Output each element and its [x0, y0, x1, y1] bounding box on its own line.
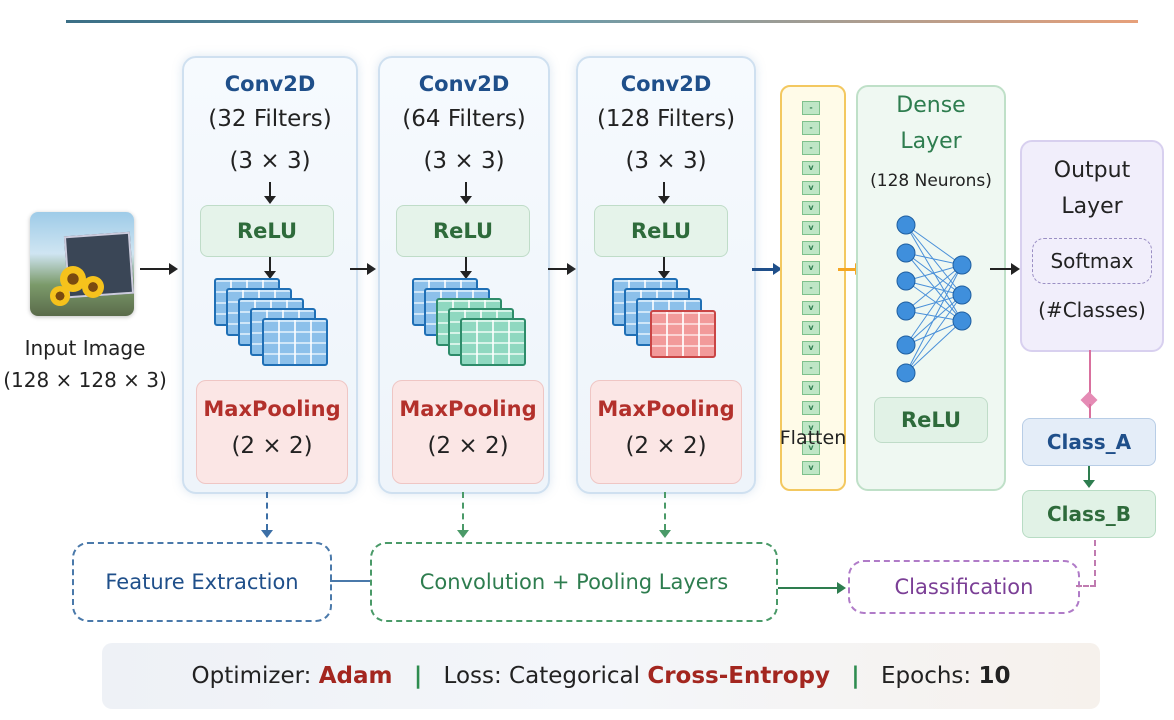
relu-box: ReLU	[200, 205, 334, 257]
dashed-arrow	[659, 492, 671, 538]
conv-to-classification-arrow	[778, 582, 846, 594]
flatten-to-dense-arrow	[838, 263, 864, 275]
maxpool-box: MaxPooling (2 × 2)	[392, 380, 544, 484]
conv-title: Conv2D	[224, 72, 316, 96]
relu-box: ReLU	[396, 205, 530, 257]
dense-layer: Dense Layer (128 Neurons) ReLU	[856, 85, 1006, 491]
loss-value: Cross-Entropy	[647, 663, 830, 689]
output-title-line2: Layer	[1061, 194, 1123, 219]
conv-block-1: Conv2D (32 Filters) (3 × 3) ReLU MaxPool…	[182, 56, 358, 494]
training-config-bar: Optimizer: Adam | Loss: Categorical Cros…	[102, 643, 1100, 709]
epochs-value: 10	[978, 663, 1011, 689]
conv-kernel: (3 × 3)	[625, 148, 707, 174]
arrow-down	[460, 182, 472, 204]
maxpool-box: MaxPooling (2 × 2)	[196, 380, 348, 484]
class-arrow	[1088, 466, 1090, 482]
class-arrow-head	[1083, 480, 1095, 488]
optimizer-label: Optimizer:	[191, 663, 312, 689]
optimizer-value: Adam	[318, 663, 393, 689]
conv-kernel: (3 × 3)	[229, 148, 311, 174]
dense-relu-box: ReLU	[874, 397, 988, 443]
block2-to-block3-arrow	[548, 263, 576, 275]
class-a-box: Class_A	[1022, 418, 1156, 466]
input-image-label: Input Image	[24, 336, 146, 360]
conv-kernel: (3 × 3)	[423, 148, 505, 174]
maxpool-box: MaxPooling (2 × 2)	[590, 380, 742, 484]
output-classes: (#Classes)	[1038, 298, 1146, 322]
separator: |	[413, 663, 423, 689]
conv-filters: (64 Filters)	[402, 106, 526, 132]
arrow-down	[658, 257, 670, 279]
input-image-shape: (128 × 128 × 3)	[3, 368, 167, 392]
conv-title: Conv2D	[418, 72, 510, 96]
loss-label: Loss: Categorical	[443, 663, 641, 689]
epochs-label: Epochs:	[881, 663, 972, 689]
group-connector-line	[330, 580, 370, 582]
maxpool-title: MaxPooling	[399, 397, 537, 421]
feature-extraction-group: Feature Extraction	[72, 542, 332, 622]
flatten-label: Flatten	[779, 427, 847, 449]
maxpool-title: MaxPooling	[597, 397, 735, 421]
dense-title-line2: Layer	[900, 129, 962, 154]
maxpool-title: MaxPooling	[203, 397, 341, 421]
input-image-thumbnail	[30, 212, 134, 316]
block1-to-block2-arrow	[350, 263, 376, 275]
conv-title: Conv2D	[620, 72, 712, 96]
title-underline	[66, 20, 1138, 23]
arrow-down	[264, 182, 276, 204]
dashed-arrow	[261, 492, 273, 538]
softmax-box: Softmax	[1032, 238, 1152, 284]
dashed-arrow	[457, 492, 469, 538]
neural-network-icon	[896, 215, 972, 383]
dense-title-line1: Dense	[896, 93, 966, 118]
arrow-down	[658, 182, 670, 204]
class-b-box: Class_B	[1022, 490, 1156, 538]
conv-pooling-group: Convolution + Pooling Layers	[370, 542, 778, 622]
maxpool-size: (2 × 2)	[231, 433, 313, 459]
separator: |	[851, 663, 860, 689]
dense-to-output-arrow	[990, 263, 1020, 275]
arrow-down	[460, 257, 472, 279]
output-title-line1: Output	[1053, 158, 1131, 183]
conv-filters: (32 Filters)	[208, 106, 332, 132]
conv-block-3: Conv2D (128 Filters) (3 × 3) ReLU MaxPoo…	[576, 56, 756, 494]
block3-to-flatten-arrow	[752, 263, 782, 275]
relu-box: ReLU	[594, 205, 728, 257]
arrow-down	[264, 257, 276, 279]
maxpool-size: (2 × 2)	[625, 433, 707, 459]
dense-neurons: (128 Neurons)	[870, 171, 992, 191]
output-connector-line	[1089, 350, 1091, 396]
classification-group: Classification	[848, 560, 1080, 614]
classification-connector	[1094, 540, 1096, 586]
output-layer: Output Layer Softmax (#Classes)	[1020, 140, 1164, 352]
input-arrow	[140, 263, 178, 275]
classification-connector	[1076, 585, 1096, 587]
conv-filters: (128 Filters)	[596, 106, 736, 132]
maxpool-size: (2 × 2)	[427, 433, 509, 459]
output-connector-line	[1089, 404, 1091, 418]
conv-block-2: Conv2D (64 Filters) (3 × 3) ReLU MaxPool…	[378, 56, 550, 494]
